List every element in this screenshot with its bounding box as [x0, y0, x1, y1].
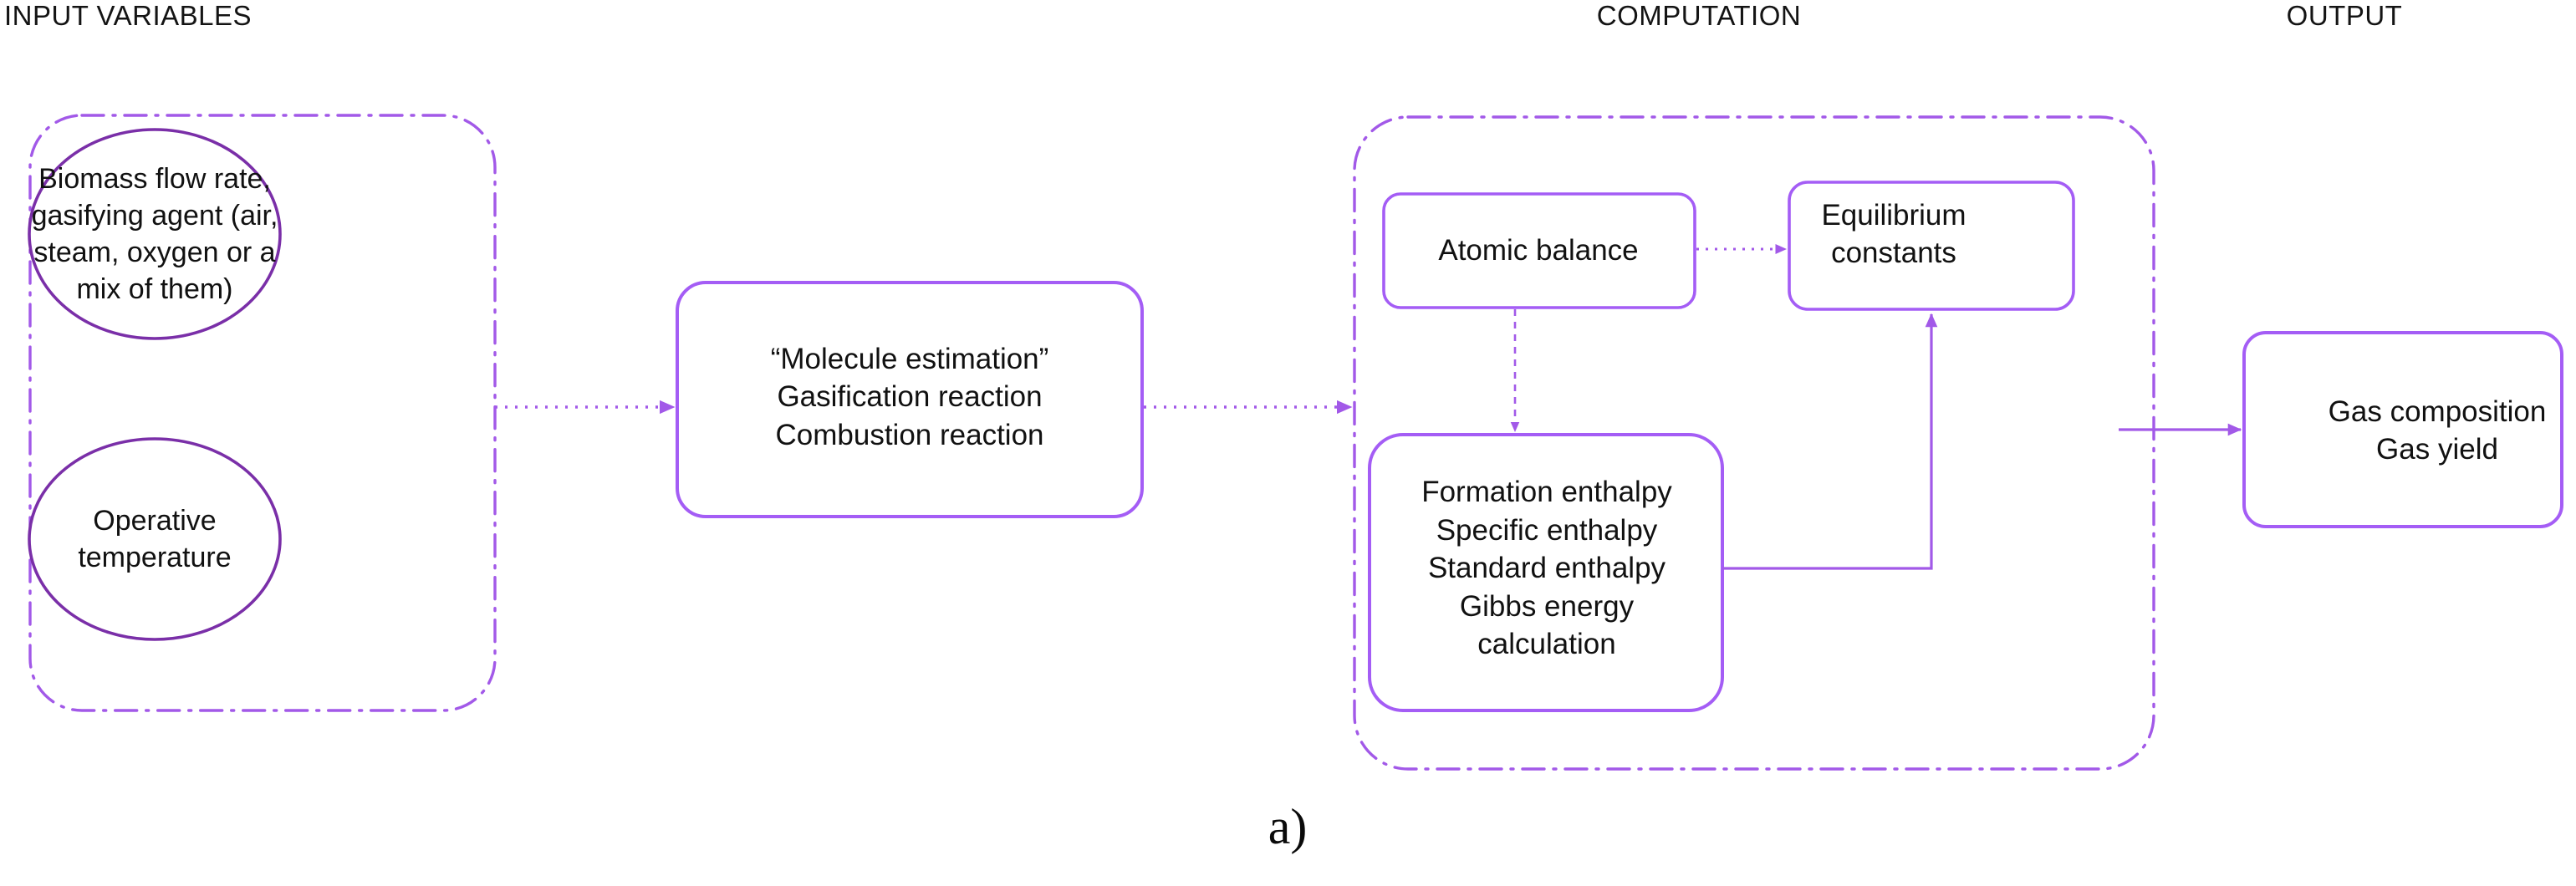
node-label-line: Atomic balance	[1438, 234, 1639, 267]
node-label-line: Specific enthalpy	[1436, 513, 1658, 547]
node-label-line: Standard enthalpy	[1427, 552, 1666, 585]
node-label-line: gasifying agent (air,	[31, 199, 278, 232]
node-label-gas-output: Gas composition Gas yield	[2283, 384, 2576, 476]
section-header-input-variables: INPUT VARIABLES	[3, 0, 252, 31]
node-label-line: temperature	[78, 542, 232, 573]
node-label-atomic-balance: Atomic balance	[1384, 213, 1693, 288]
node-label-equilibrium-constants: Equilibrium constants	[1743, 188, 2044, 280]
node-label-enthalpy-calculation: Formation enthalpy Specific enthalpy Sta…	[1375, 456, 1718, 681]
figure-caption-label: a)	[1268, 799, 1308, 854]
node-label-operative-temperature: Operative temperature	[33, 468, 276, 610]
node-label-molecule-estimation: “Molecule estimation” Gasification react…	[684, 334, 1135, 460]
node-label-line: Gas yield	[2376, 433, 2498, 466]
node-label-line: Gasification reaction	[777, 380, 1043, 414]
node-label-biomass: Biomass flow rate, gasifying agent (air,…	[31, 146, 278, 322]
node-label-line: Biomass flow rate,	[38, 162, 271, 195]
node-label-line: “Molecule estimation”	[770, 342, 1049, 375]
node-label-line: constants	[1831, 237, 1956, 269]
node-label-line: Formation enthalpy	[1421, 476, 1672, 509]
node-label-line: Combustion reaction	[775, 418, 1044, 451]
connector-enthalpy-to-equilibrium	[1722, 313, 1938, 570]
section-header-output: OUTPUT	[2286, 0, 2403, 31]
section-header-computation: COMPUTATION	[1596, 0, 1802, 31]
node-label-line: Operative	[93, 504, 217, 537]
node-label-line: calculation	[1477, 628, 1616, 661]
node-label-line: mix of them)	[76, 273, 233, 306]
node-label-line: Equilibrium	[1821, 198, 1966, 232]
node-label-line: Gibbs energy	[1459, 589, 1635, 623]
node-label-line: steam, oxygen or a	[33, 237, 276, 268]
node-label-line: Gas composition	[2328, 395, 2547, 428]
